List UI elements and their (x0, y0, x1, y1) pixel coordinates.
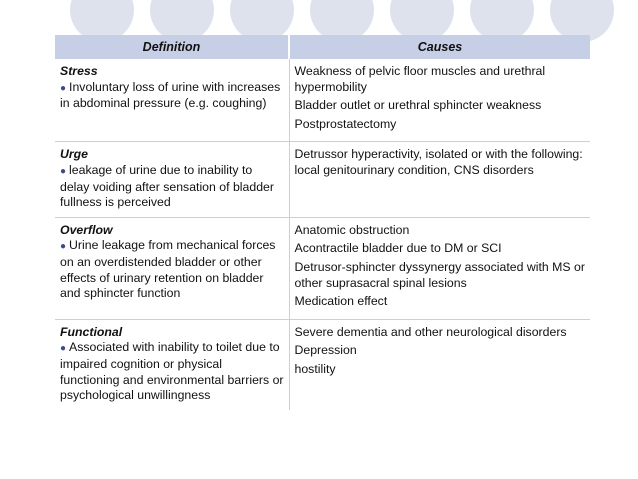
cause-item: Anatomic obstruction (294, 222, 410, 237)
definition-text: Involuntary loss of urine with increases… (60, 79, 281, 111)
cause-item: hostility (294, 361, 336, 376)
row-term: Stress (60, 64, 98, 78)
circle-bullet-icon: ● (60, 343, 67, 355)
table-row: Functional ●Associated with inability to… (55, 319, 590, 410)
definition-text: leakage of urine due to inability to del… (60, 162, 274, 210)
header-causes: Causes (289, 35, 590, 59)
row-term: Overflow (60, 222, 113, 237)
definition-text: Associated with inability to toilet due … (60, 340, 284, 403)
cause-item: Acontractile bladder due to DM or SCI (294, 241, 502, 256)
circle-bullet-icon: ● (60, 241, 67, 253)
incontinence-table: Definition Causes Stress ●Involuntary lo… (55, 35, 590, 410)
causes-cell: Severe dementia and other neurological d… (289, 319, 590, 410)
cause-item: Medication effect (294, 294, 388, 309)
definition-cell: Overflow ●Urine leakage from mechanical … (55, 217, 290, 320)
definition-cell: Urge ●leakage of urine due to inability … (55, 141, 290, 218)
causes-cell: Weakness of pelvic floor muscles and ure… (289, 59, 590, 142)
circle-bullet-icon: ● (60, 165, 67, 177)
cause-item: Depression (294, 343, 357, 358)
causes-cell: Detrussor hyperactivity, isolated or wit… (289, 141, 590, 218)
table-row: Overflow ●Urine leakage from mechanical … (55, 217, 590, 320)
cause-item: Detrussor hyperactivity, isolated or wit… (294, 147, 583, 177)
cause-item: Detrusor-sphincter dyssynergy associated… (294, 259, 585, 290)
row-term: Functional (60, 324, 123, 339)
causes-cell: Anatomic obstruction Acontractile bladde… (289, 217, 590, 320)
table-row: Urge ●leakage of urine due to inability … (55, 141, 590, 218)
definition-cell: Functional ●Associated with inability to… (55, 319, 290, 410)
definition-text: Urine leakage from mechanical forces on … (60, 238, 276, 301)
definition-cell: Stress ●Involuntary loss of urine with i… (55, 59, 290, 142)
header-definition: Definition (55, 35, 290, 59)
cause-item: Bladder outlet or urethral sphincter wea… (294, 98, 542, 113)
table-header-row: Definition Causes (55, 35, 590, 59)
table-row: Stress ●Involuntary loss of urine with i… (55, 59, 590, 142)
cause-item: Weakness of pelvic floor muscles and ure… (294, 64, 546, 94)
cause-item: Severe dementia and other neurological d… (294, 324, 567, 339)
circle-bullet-icon: ● (60, 82, 67, 94)
row-term: Urge (60, 147, 89, 162)
cause-item: Postprostatectomy (294, 116, 397, 131)
